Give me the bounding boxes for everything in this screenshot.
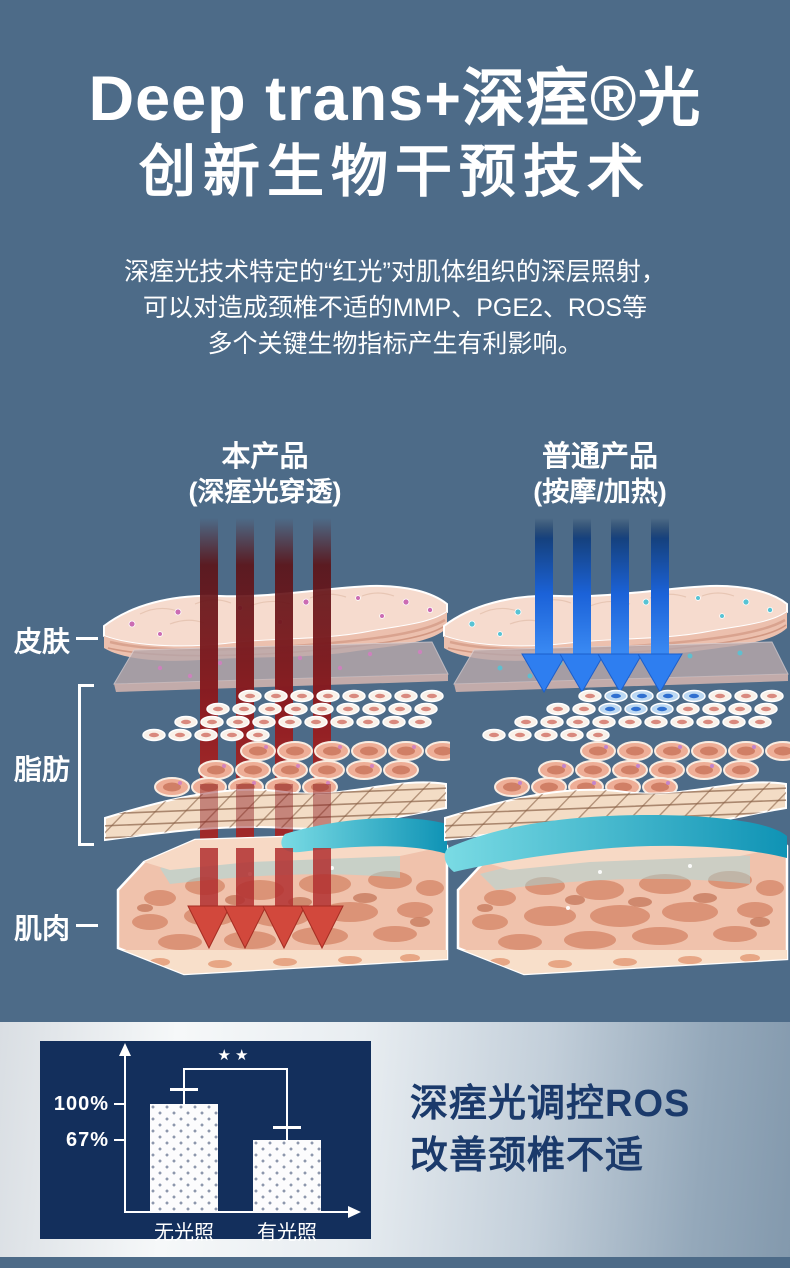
y-tick-100: 100% <box>40 1092 124 1115</box>
error-bar-cap <box>273 1126 301 1129</box>
skin-layers-illustration-left <box>103 518 450 976</box>
error-bar-cap <box>170 1088 198 1091</box>
teal-highlight <box>444 815 787 872</box>
left-column-header: 本产品 (深痓光穿透) <box>100 440 430 509</box>
y-tick-label: 100% <box>53 1092 109 1115</box>
significance-bracket <box>183 1068 288 1070</box>
heat-arrows <box>521 518 683 693</box>
x-category-label: 有光照 <box>257 1222 317 1244</box>
right-column-header: 普通产品 (按摩/加热) <box>435 440 765 509</box>
bar-no-light <box>150 1104 218 1213</box>
result-headline-line1: 深痓光调控ROS <box>410 1083 691 1125</box>
description-line: 可以对造成颈椎不适的MMP、PGE2、ROS等 <box>142 294 648 322</box>
teal-highlight <box>281 818 447 854</box>
y-tick-67: 67% <box>40 1128 124 1151</box>
y-axis-arrow-icon <box>119 1043 131 1056</box>
x-category-label: 无光照 <box>154 1222 214 1244</box>
error-bar-line <box>286 1068 288 1141</box>
x-axis <box>124 1211 350 1213</box>
page-title: Deep trans+深痓®光 <box>88 64 702 134</box>
small-cell-rows <box>142 689 444 742</box>
label-fat: 脂肪 <box>14 754 71 785</box>
result-headline-line2: 改善颈椎不适 <box>410 1135 645 1177</box>
red-arrowheads <box>187 905 344 950</box>
left-column-title: 本产品 <box>221 441 309 473</box>
y-tick-mark <box>114 1139 124 1141</box>
description-line: 多个关键生物指标产生有利影响。 <box>207 330 583 358</box>
page-subtitle: 创新生物干预技术 <box>139 140 651 204</box>
ros-bar-chart: 100% 67% ★★ 无光照 有光照 <box>40 1041 371 1244</box>
result-headline: 深痓光调控ROS 改善颈椎不适 <box>410 1078 690 1182</box>
description-paragraph: 深痓光技术特定的“红光”对肌体组织的深层照射， 可以对造成颈椎不适的MMP、PG… <box>0 254 790 362</box>
blue-arrowheads <box>521 653 683 693</box>
x-axis-arrow-icon <box>348 1206 361 1218</box>
skin-tick <box>76 637 98 640</box>
label-skin: 皮肤 <box>14 626 71 657</box>
left-column-subtitle: (深痓光穿透) <box>188 477 342 507</box>
y-tick-label: 67% <box>65 1128 109 1151</box>
error-bar-line <box>183 1068 185 1105</box>
bar-with-light <box>253 1140 321 1213</box>
y-axis <box>124 1055 126 1213</box>
small-cell-rows <box>482 689 784 742</box>
fat-cell-rows <box>154 741 450 797</box>
right-column-title: 普通产品 <box>541 441 658 473</box>
muscle-tick <box>76 924 98 927</box>
right-column-subtitle: (按摩/加热) <box>533 477 667 507</box>
label-muscle: 肌肉 <box>14 913 71 944</box>
fascia-mesh <box>104 781 447 842</box>
result-card: 100% 67% ★★ 无光照 有光照 深痓光调控ROS 改善颈椎不适 <box>0 1022 790 1257</box>
significance-stars: ★★ <box>217 1047 253 1064</box>
y-tick-mark <box>114 1103 124 1105</box>
description-line: 深痓光技术特定的“红光”对肌体组织的深层照射， <box>124 258 666 286</box>
skin-layers-illustration-right <box>443 518 790 976</box>
fat-bracket <box>78 684 94 846</box>
red-arrows-into-muscle <box>187 848 344 950</box>
